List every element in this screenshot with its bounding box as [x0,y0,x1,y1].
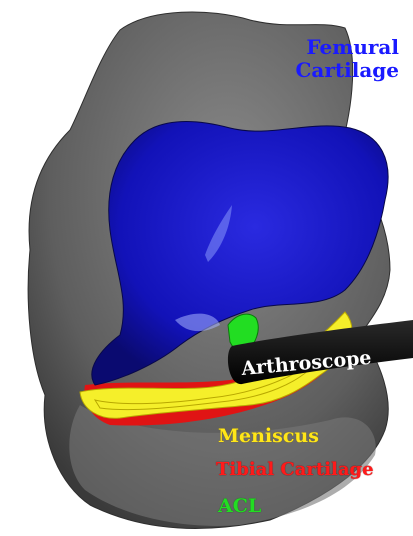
femoral-cartilage-label: Femural Cartilage [295,36,399,82]
femoral-cartilage-label-line2: Cartilage [295,59,399,82]
meniscus-label: Meniscus [218,426,319,448]
acl-label: ACL [218,496,261,518]
tibial-cartilage-label: Tibial Cartilage [216,460,374,481]
femoral-cartilage-label-line1: Femural [295,36,399,59]
